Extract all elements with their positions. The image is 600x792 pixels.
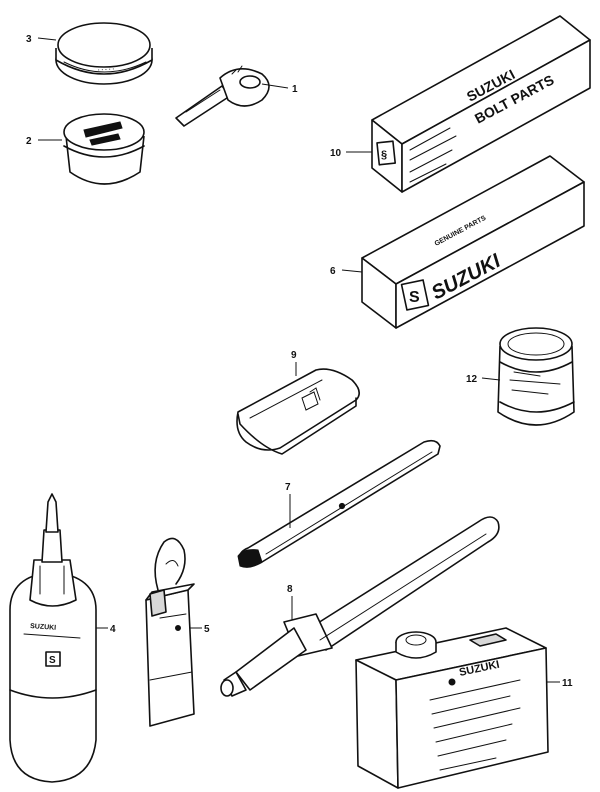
part-tire-lever <box>237 439 441 568</box>
callout-4: 4 <box>110 624 116 635</box>
part-oil-bottle: SUZUKI S <box>9 493 97 783</box>
callout-1: 1 <box>292 84 298 95</box>
part-cap: · · · · · <box>55 22 153 85</box>
box-small-logo-icon: § <box>381 149 387 161</box>
part-touch-up-tube <box>145 537 195 727</box>
part-patch-kit <box>236 368 360 455</box>
callout-11: 11 <box>562 678 573 689</box>
part-grease-gun <box>220 516 500 697</box>
callout-3: 3 <box>26 34 32 45</box>
callout-5: 5 <box>204 624 210 635</box>
callout-6: 6 <box>330 266 336 277</box>
oil-bottle-logo-icon: S <box>49 655 56 666</box>
box-large-logo-icon: S <box>409 289 420 306</box>
svg-text:· · · · ·: · · · · · <box>98 67 115 74</box>
part-paint-tin <box>497 327 575 426</box>
oil-bottle-brand: SUZUKI <box>30 623 57 632</box>
part-oil-can: SUZUKI <box>355 627 549 789</box>
callout-7: 7 <box>285 482 291 493</box>
callout-8: 8 <box>287 584 293 595</box>
callout-9: 9 <box>291 350 297 361</box>
callout-2: 2 <box>26 136 32 147</box>
callout-12: 12 <box>466 374 478 385</box>
callout-10: 10 <box>330 148 342 159</box>
part-key <box>175 65 270 127</box>
part-grease-jar <box>63 113 145 185</box>
